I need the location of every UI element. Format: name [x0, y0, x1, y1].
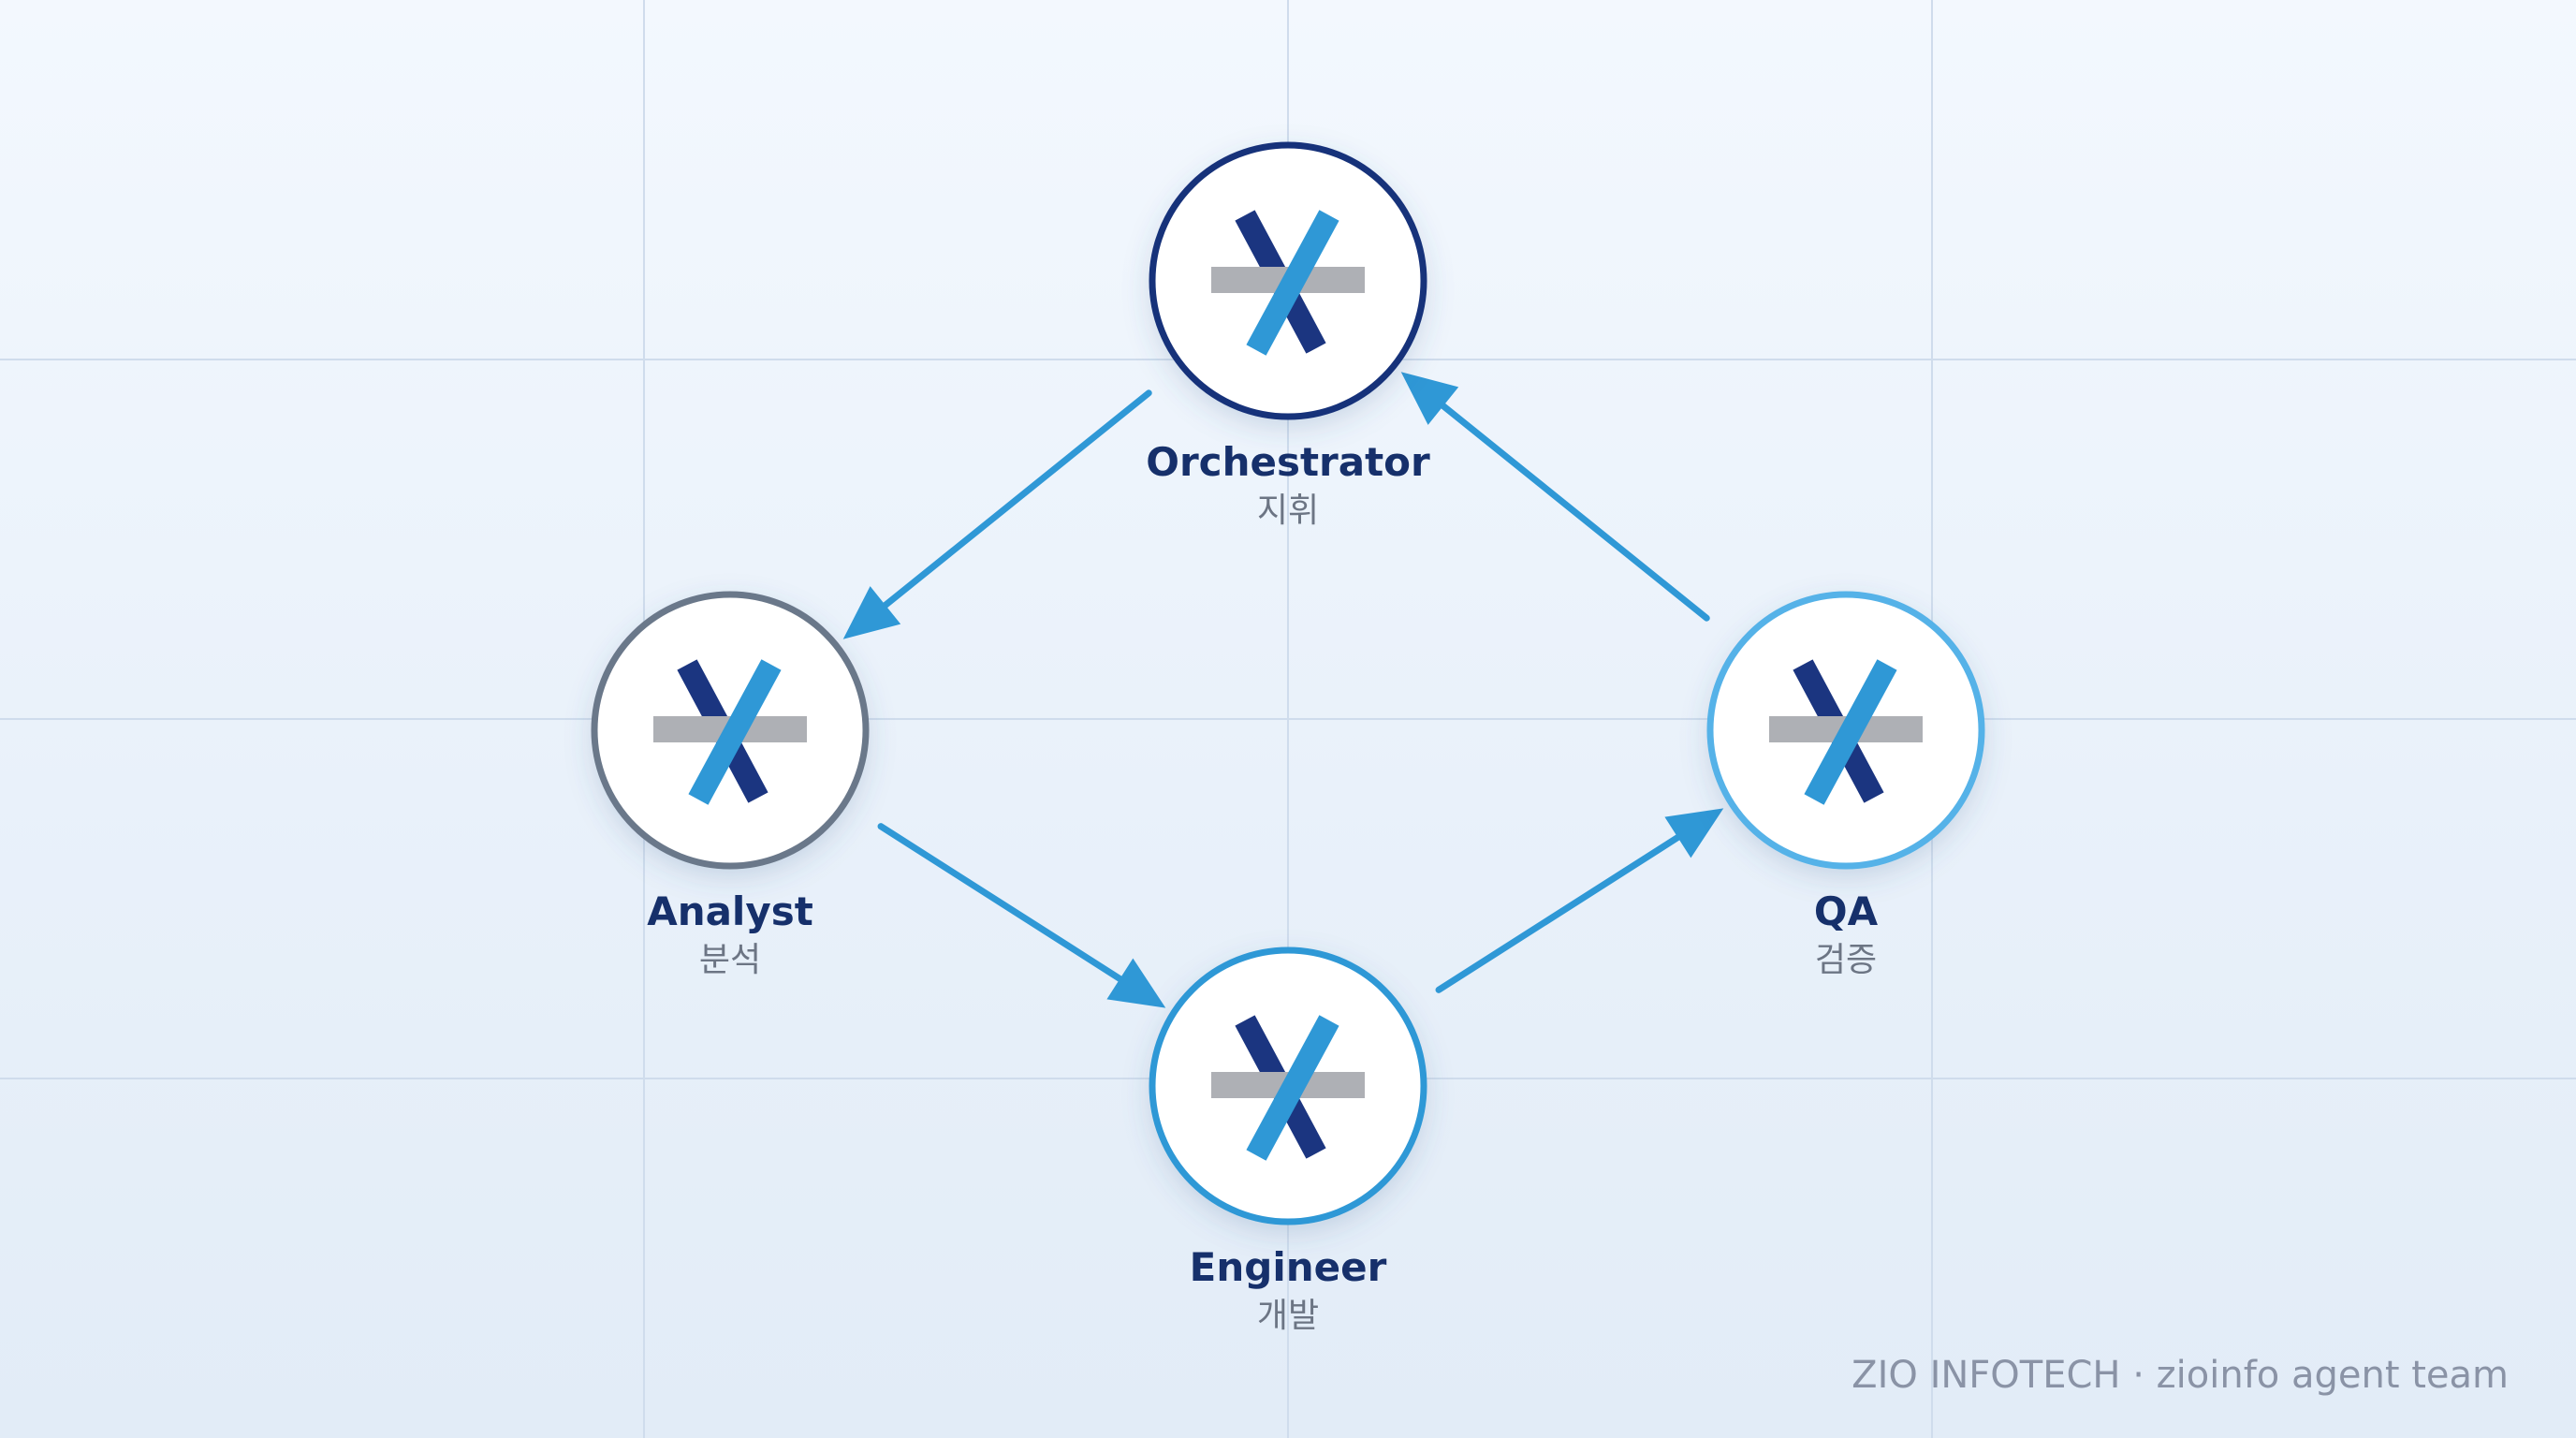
edge-engineer-to-qa [1435, 808, 1724, 993]
logo-light-stroke [688, 659, 782, 805]
edge-analyst-to-engineer [877, 823, 1166, 1008]
node-analyst [591, 591, 870, 870]
arrowhead-icon [1400, 372, 1459, 425]
zio-x-logo-icon [1211, 1015, 1365, 1161]
node-qa [1706, 591, 1985, 870]
logo-light-stroke [1804, 659, 1897, 805]
zio-x-logo-icon [1769, 659, 1923, 805]
node-name-engineer: Engineer [1189, 1244, 1387, 1290]
node-orchestrator [1149, 141, 1427, 420]
edge-line [879, 389, 1152, 611]
node-sub-qa: 검증 [1814, 941, 1878, 979]
edge-line [1435, 831, 1685, 993]
node-name-orchestrator: Orchestrator [1146, 439, 1430, 485]
edge-qa-to-orchestrator [1400, 372, 1710, 622]
logo-light-stroke [1246, 210, 1339, 356]
node-engineer [1149, 946, 1427, 1225]
nodes [591, 141, 1985, 1225]
node-name-qa: QA [1813, 888, 1879, 934]
node-label-orchestrator: Orchestrator 지휘 [1007, 438, 1569, 536]
node-label-qa: QA 검증 [1565, 888, 2127, 985]
node-label-engineer: Engineer 개발 [1007, 1243, 1569, 1341]
footer-credit: ZIO INFOTECH · zioinfo agent team [1852, 1354, 2509, 1397]
arrowhead-icon [1106, 958, 1166, 1008]
zio-x-logo-icon [1211, 210, 1365, 356]
node-sub-orchestrator: 지휘 [1256, 492, 1320, 530]
edge-line [877, 823, 1127, 985]
node-name-analyst: Analyst [647, 888, 813, 934]
node-label-analyst: Analyst 분석 [449, 888, 1011, 985]
zio-x-logo-icon [653, 659, 807, 805]
edges [842, 372, 1724, 1008]
logo-light-stroke [1246, 1015, 1339, 1161]
edge-orchestrator-to-analyst [842, 389, 1152, 639]
arrowhead-icon [1664, 808, 1724, 858]
arrowhead-icon [842, 586, 901, 639]
edge-line [1437, 400, 1710, 622]
node-sub-engineer: 개발 [1256, 1297, 1320, 1335]
node-sub-analyst: 분석 [698, 941, 762, 979]
